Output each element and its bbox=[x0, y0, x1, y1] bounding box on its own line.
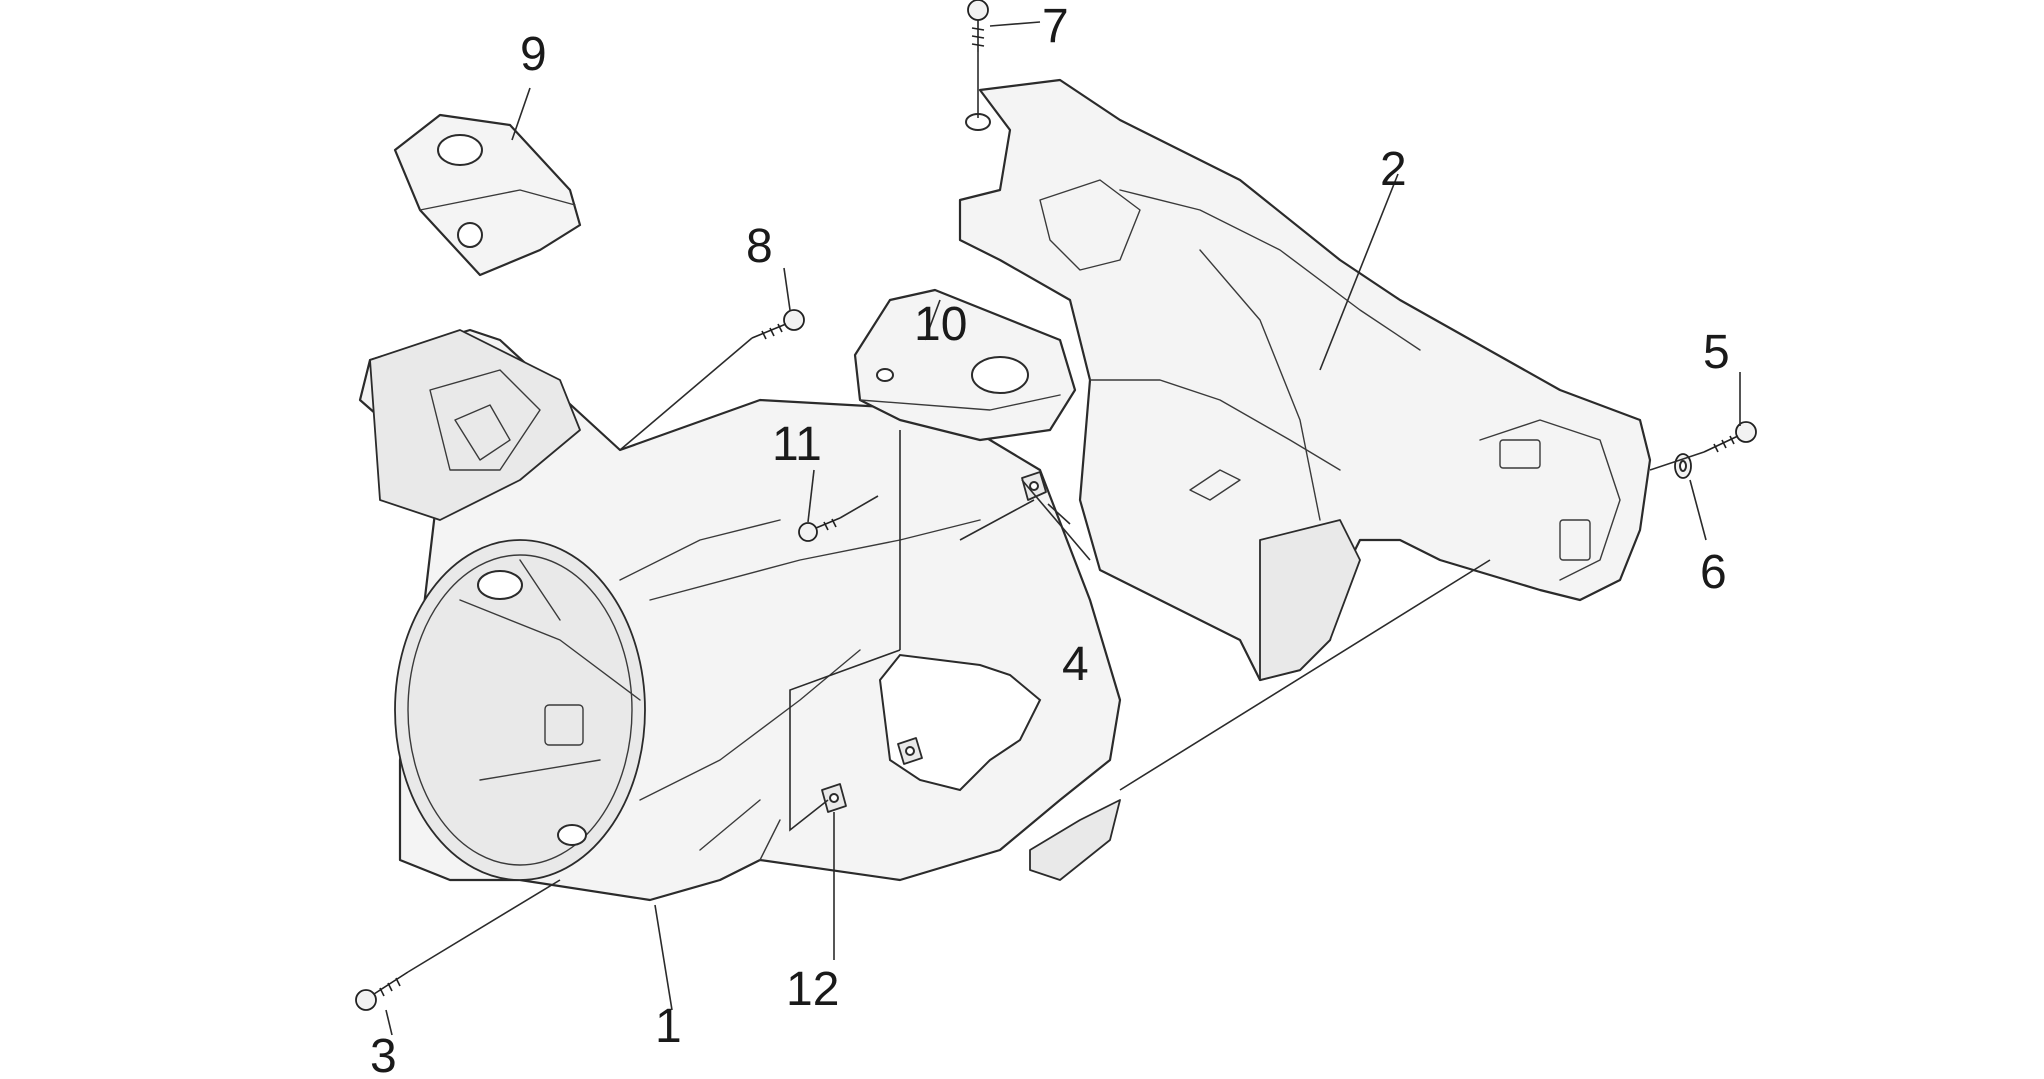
part-3-screw bbox=[355, 971, 409, 1011]
callout-3: 3 bbox=[370, 1030, 397, 1079]
part-8-screw bbox=[751, 309, 805, 340]
callout-8: 8 bbox=[746, 220, 773, 273]
callout-7: 7 bbox=[1042, 0, 1069, 53]
callout-9: 9 bbox=[520, 28, 547, 81]
callout-5: 5 bbox=[1703, 326, 1730, 379]
callout-11: 11 bbox=[772, 418, 822, 471]
part-1-front-handlebar-cover bbox=[358, 328, 1122, 902]
callout-4: 4 bbox=[1062, 638, 1089, 691]
callout-6: 6 bbox=[1700, 546, 1727, 599]
callout-labels: 1 2 3 4 5 6 7 8 9 10 11 12 bbox=[370, 0, 1730, 1079]
callout-10: 10 bbox=[914, 298, 967, 351]
callout-12: 12 bbox=[786, 963, 839, 1016]
leader-lines bbox=[385, 21, 1741, 1036]
part-9-cover-cap bbox=[393, 113, 582, 277]
part-5-screw bbox=[1703, 421, 1757, 453]
part-11-screw bbox=[798, 517, 841, 542]
part-2-rear-handlebar-cover bbox=[958, 78, 1652, 682]
part-4-clip bbox=[1021, 471, 1047, 501]
callout-2: 2 bbox=[1380, 143, 1407, 196]
part-7-screw bbox=[967, 0, 989, 52]
part-10-cover bbox=[853, 288, 1077, 442]
part-12-clip bbox=[821, 737, 923, 813]
callout-1: 1 bbox=[655, 1000, 682, 1053]
